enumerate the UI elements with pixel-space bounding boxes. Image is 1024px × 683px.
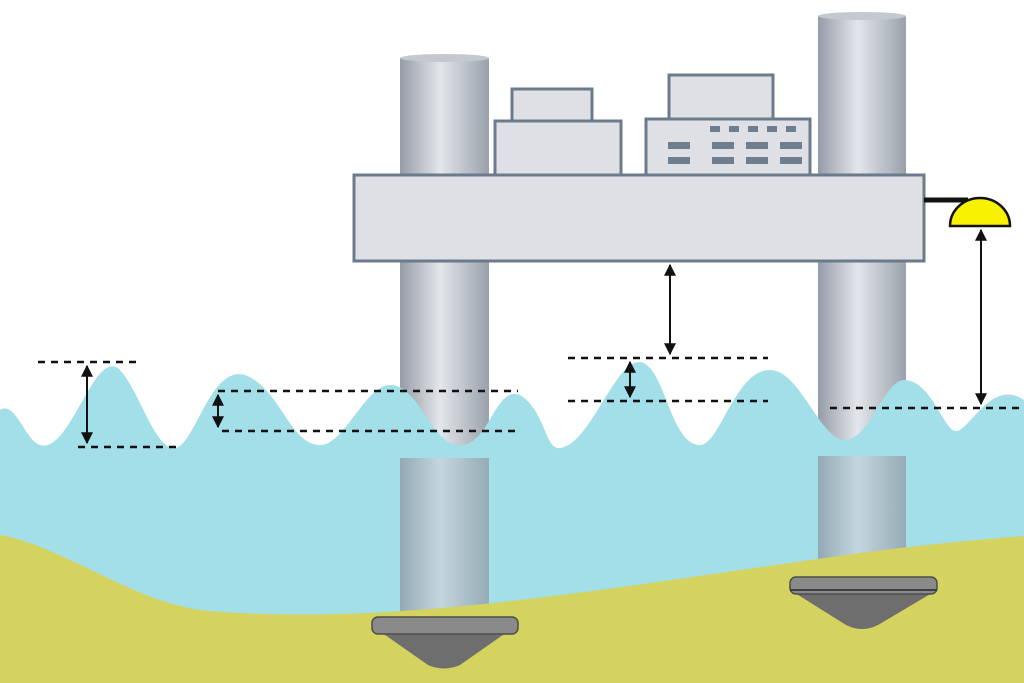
seabed — [0, 535, 1024, 683]
left-building-upper — [510, 87, 594, 123]
right-spudcan — [789, 576, 938, 629]
platform-deck — [352, 173, 926, 263]
left-building-lower — [493, 119, 623, 177]
building-windows — [668, 126, 802, 164]
radar-dome-icon — [948, 196, 1012, 228]
left-spudcan — [371, 616, 519, 669]
reference-lines — [38, 356, 1024, 449]
right-leg-top — [818, 12, 906, 20]
left-leg-top — [400, 54, 489, 62]
left-leg-submerged — [400, 458, 489, 618]
right-building-upper — [667, 73, 775, 121]
double-arrow-icon — [81, 228, 987, 445]
